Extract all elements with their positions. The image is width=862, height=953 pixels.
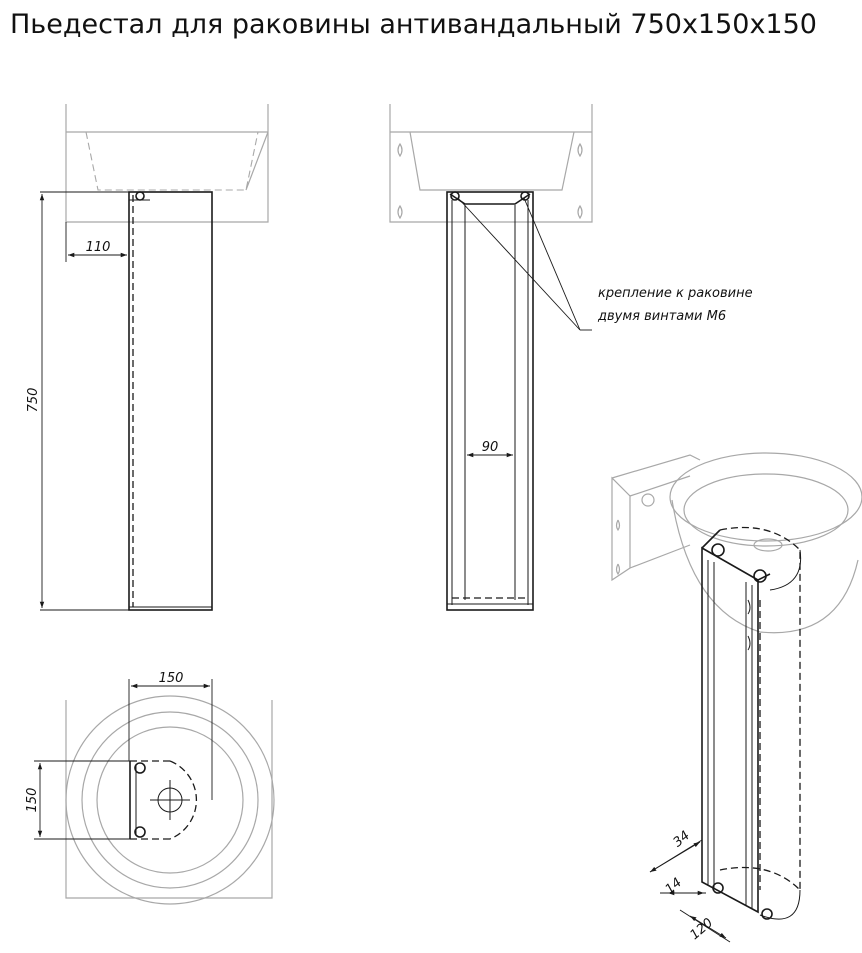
dim-plan-width-150: 150 (159, 671, 184, 686)
drawing-title: Пьедестал для раковины антивандальный 75… (10, 9, 817, 40)
dim-iso-14: 14 (663, 875, 685, 897)
note-line-1: крепление к раковине (598, 286, 753, 301)
dim-iso-34: 34 (671, 828, 693, 850)
pedestal-front (128, 191, 213, 611)
isometric-view: 34 14 120 (611, 452, 862, 943)
dim-inner-90: 90 (482, 440, 499, 455)
pedestal-side (446, 191, 534, 611)
dim-offset-110: 110 (86, 240, 111, 255)
dim-iso-120: 120 (687, 916, 716, 943)
dim-height-750: 750 (26, 388, 41, 413)
pedestal-iso (701, 546, 759, 914)
note-line-2: двумя винтами М6 (597, 309, 726, 324)
front-view: 750 110 (26, 104, 269, 611)
dim-plan-depth-150: 150 (25, 788, 40, 813)
side-view: 90 крепление к раковине двумя винтами М6 (389, 104, 753, 611)
plan-view: 150 150 (25, 671, 275, 905)
